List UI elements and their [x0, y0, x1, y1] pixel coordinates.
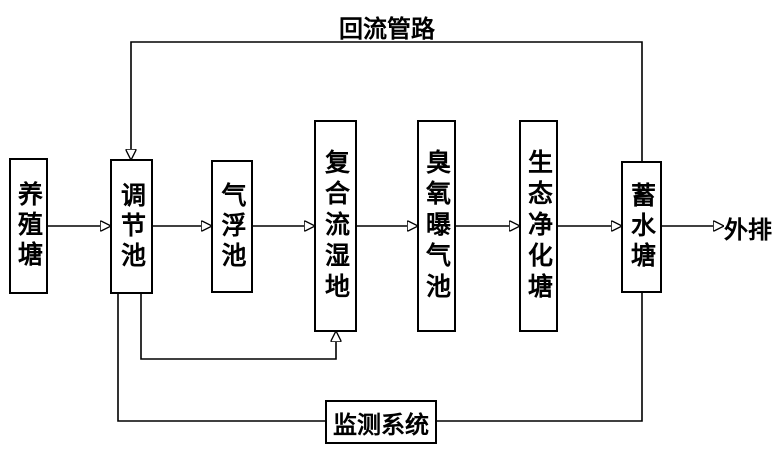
discharge-label: 外排 [724, 216, 772, 244]
return-pipeline-line [131, 41, 643, 161]
storage-pond-box: 蓄水塘 [621, 161, 662, 293]
ecological-purification-pond-label: 生态净化塘 [524, 148, 554, 304]
return-pipeline-label: 回流管路 [339, 15, 435, 43]
regulating-tank-box: 调节池 [110, 159, 153, 294]
ozone-aeration-tank-box: 臭氧曝气池 [417, 120, 456, 332]
composite-wetland-box: 复合流湿地 [314, 120, 357, 332]
breeding-pond-label: 养殖塘 [14, 181, 44, 271]
monitoring-system-box: 监测系统 [325, 400, 437, 444]
regulating-tank-label: 调节池 [117, 181, 147, 272]
ecological-purification-pond-box: 生态净化塘 [519, 120, 558, 332]
ozone-aeration-tank-label: 臭氧曝气池 [422, 148, 452, 304]
composite-wetland-label: 复合流湿地 [321, 148, 351, 304]
monitoring-system-label: 监测系统 [333, 410, 429, 439]
monitoring-line-right [437, 293, 643, 422]
bypass-line [140, 293, 336, 360]
breeding-pond-box: 养殖塘 [9, 158, 48, 294]
air-flotation-tank-box: 气浮池 [211, 160, 253, 293]
air-flotation-tank-label: 气浮池 [218, 181, 247, 272]
monitoring-line-left [117, 293, 325, 422]
storage-pond-label: 蓄水塘 [627, 182, 657, 272]
